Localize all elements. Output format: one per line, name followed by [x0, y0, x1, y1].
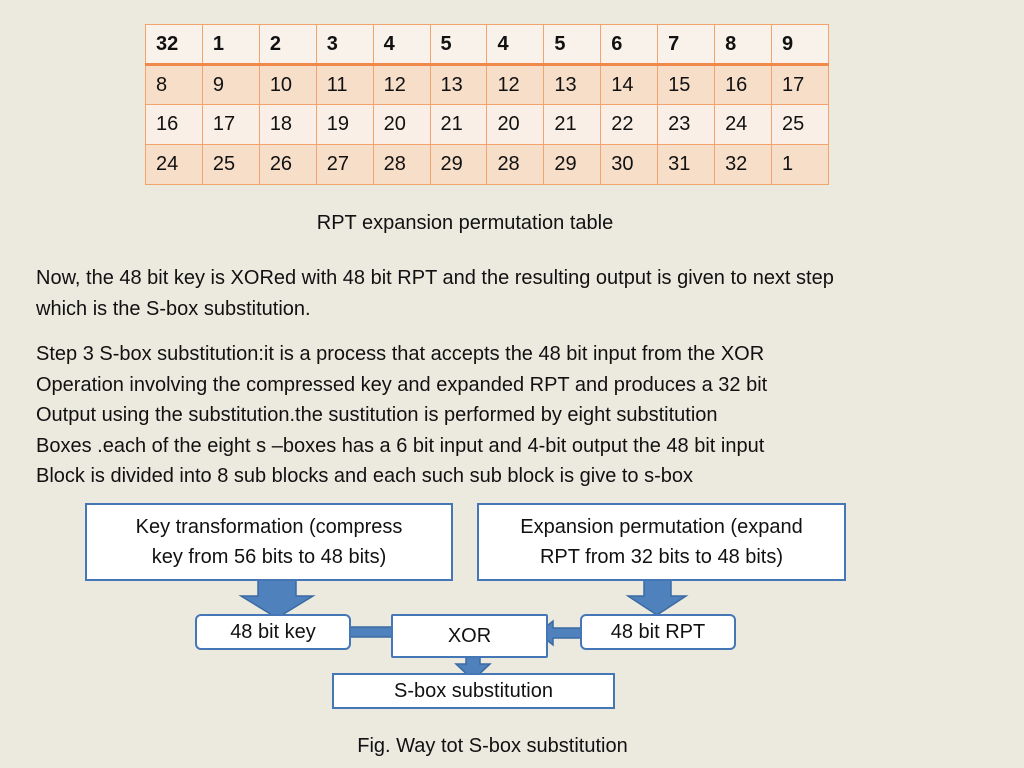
- table-cell: 24: [145, 144, 203, 185]
- box-line: Expansion permutation (expand: [520, 516, 803, 538]
- paragraph-line: Operation involving the compressed key a…: [36, 373, 768, 396]
- table-cell: 13: [429, 64, 488, 105]
- table-cell: 16: [145, 104, 203, 145]
- table-cell: 31: [657, 144, 716, 185]
- table-header-cell: 6: [600, 24, 659, 66]
- table-cell: 27: [315, 144, 374, 185]
- table-row: 16 17 18 19 20 21 20 21 22 23 24 25: [145, 104, 830, 145]
- table-cell: 8: [145, 64, 203, 105]
- table-cell: 25: [770, 104, 830, 145]
- paragraph-sbox-step: Step 3 S-box substitution:it is a proces…: [36, 339, 996, 492]
- table-header-cell: 7: [657, 24, 716, 66]
- rpt-48-box: 48 bit RPT: [580, 614, 736, 650]
- table-cell: 17: [770, 64, 830, 105]
- table-cell: 29: [543, 144, 602, 185]
- table-cell: 9: [201, 64, 260, 105]
- table-cell: 28: [372, 144, 431, 185]
- table-cell: 23: [657, 104, 716, 145]
- figure-caption: Fig. Way tot S-box substitution: [357, 735, 628, 757]
- table-cell: 32: [714, 144, 772, 185]
- table-cell: 19: [315, 104, 374, 145]
- table-cell: 12: [372, 64, 431, 105]
- table-header-cell: 5: [429, 24, 488, 66]
- table-cell: 21: [543, 104, 602, 145]
- paragraph-line: Now, the 48 bit key is XORed with 48 bit…: [36, 267, 834, 289]
- paragraph-line: Step 3 S-box substitution:it is a proces…: [36, 343, 765, 365]
- paragraph-line: Output using the substitution.the sustit…: [36, 404, 718, 426]
- table-cell: 22: [600, 104, 659, 145]
- table-cell: 24: [714, 104, 772, 145]
- box-line: Key transformation (compress: [135, 516, 403, 538]
- table-header-cell: 8: [714, 24, 772, 66]
- table-cell: 16: [714, 64, 772, 105]
- table-header-cell: 5: [543, 24, 602, 66]
- table-cell: 10: [258, 64, 317, 105]
- table-cell: 21: [429, 104, 488, 145]
- table-row: 24 25 26 27 28 29 28 29 30 31 32 1: [145, 144, 830, 185]
- table-cell: 28: [486, 144, 545, 185]
- paragraph-line: Block is divided into 8 sub blocks and e…: [36, 465, 694, 487]
- table-cell: 11: [315, 64, 374, 105]
- table-header-cell: 4: [372, 24, 431, 66]
- table-header-cell: 4: [486, 24, 545, 66]
- box-line: key from 56 bits to 48 bits): [151, 546, 387, 568]
- table-cell: 25: [201, 144, 260, 185]
- rpt-expansion-table: 32 1 2 3 4 5 4 5 6 7 8 9 8 9 10 11 12 13: [145, 24, 830, 185]
- table-header-row: 32 1 2 3 4 5 4 5 6 7 8 9: [145, 24, 830, 66]
- table-header-cell: 3: [315, 24, 374, 66]
- paragraph-line: Boxes .each of the eight s –boxes has a …: [36, 434, 765, 457]
- table-caption: RPT expansion permutation table: [316, 212, 614, 234]
- table-cell: 20: [372, 104, 431, 145]
- paragraph-line: which is the S-box substitution.: [36, 297, 311, 320]
- table-cell: 14: [600, 64, 659, 105]
- key-48-box: 48 bit key: [195, 614, 351, 650]
- key-transformation-box: Key transformation (compress key from 56…: [85, 503, 453, 581]
- box-line: RPT from 32 bits to 48 bits): [539, 546, 784, 568]
- table-cell: 26: [258, 144, 317, 185]
- table-cell: 17: [201, 104, 260, 145]
- table-header-cell: 9: [770, 24, 830, 66]
- sbox-substitution-box: S-box substitution: [332, 673, 615, 709]
- expansion-permutation-box: Expansion permutation (expand RPT from 3…: [477, 503, 846, 581]
- table-cell: 13: [543, 64, 602, 105]
- down-arrow-rpt: [625, 577, 689, 616]
- table-cell: 1: [770, 144, 830, 185]
- paragraph-xor-intro: Now, the 48 bit key is XORed with 48 bit…: [36, 263, 996, 324]
- xor-box: XOR: [391, 614, 548, 658]
- table-header-cell: 2: [258, 24, 317, 66]
- table-header-cell: 32: [145, 24, 203, 66]
- table-cell: 29: [429, 144, 488, 185]
